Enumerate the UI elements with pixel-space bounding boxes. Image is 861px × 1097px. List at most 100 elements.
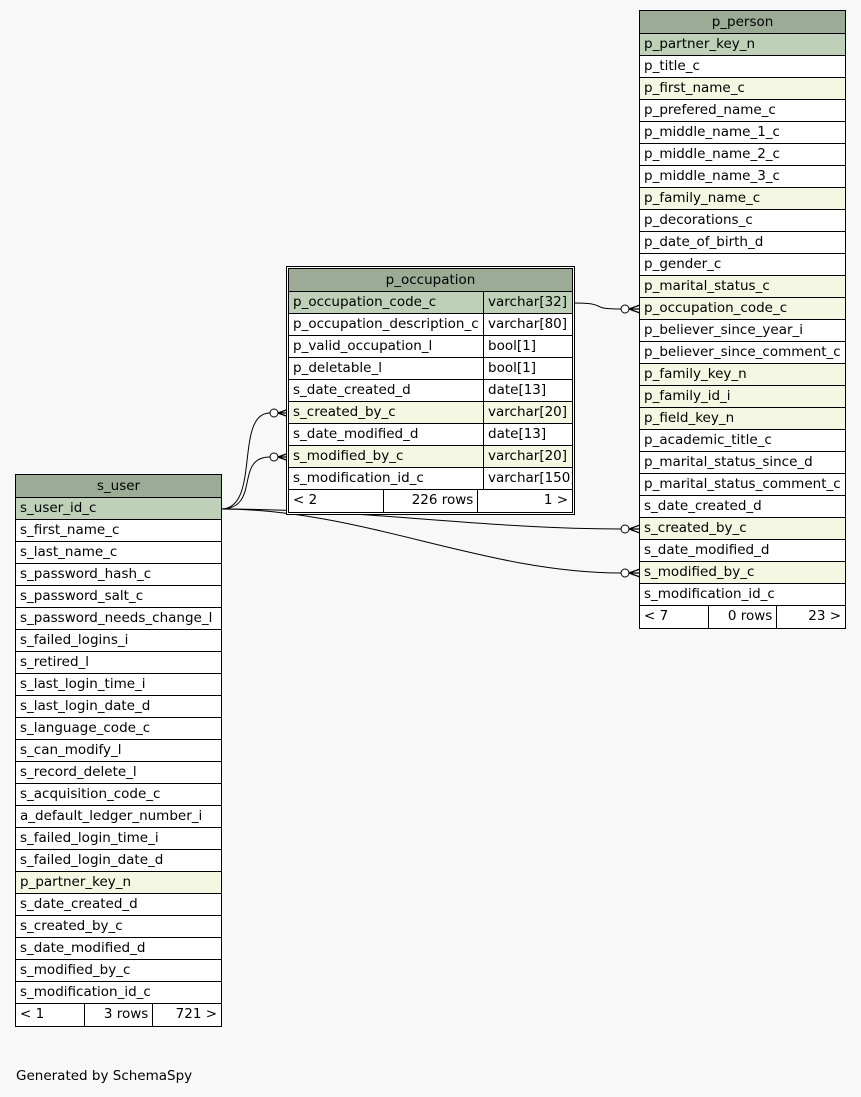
column-name: p_marital_status_since_d (644, 454, 813, 470)
column-name: s_modified_by_c (644, 564, 755, 580)
column-name: p_occupation_code_c (644, 300, 788, 316)
column-name: p_marital_status_c (644, 278, 770, 294)
column-row[interactable]: s_record_delete_l (16, 762, 221, 784)
relationship-optional-marker (620, 524, 630, 534)
column-row[interactable]: p_field_key_n (640, 408, 845, 430)
column-row[interactable]: p_gender_c (640, 254, 845, 276)
column-row[interactable]: s_can_modify_l (16, 740, 221, 762)
column-row[interactable]: p_title_c (640, 56, 845, 78)
column-row[interactable]: s_language_code_c (16, 718, 221, 740)
column-name: s_password_salt_c (20, 588, 144, 604)
column-row[interactable]: s_acquisition_code_c (16, 784, 221, 806)
column-row[interactable]: s_first_name_c (16, 520, 221, 542)
column-row[interactable]: p_believer_since_comment_c (640, 342, 845, 364)
column-row[interactable]: s_modified_by_c varchar[20] (289, 446, 572, 468)
column-row[interactable]: p_family_id_i (640, 386, 845, 408)
column-name: s_date_modified_d (644, 542, 770, 558)
column-name: s_modification_id_c (293, 470, 424, 486)
column-row[interactable]: s_date_created_d (16, 894, 221, 916)
column-row[interactable]: p_date_of_birth_d (640, 232, 845, 254)
relationship-optional-marker (620, 568, 630, 578)
column-name: p_gender_c (644, 256, 722, 272)
column-name: p_middle_name_2_c (644, 146, 780, 162)
column-name: s_retired_l (20, 654, 90, 670)
parents-link[interactable]: < 7 (644, 608, 669, 624)
children-link[interactable]: 721 > (152, 1004, 221, 1026)
column-row[interactable]: s_last_login_time_i (16, 674, 221, 696)
column-row[interactable]: p_partner_key_n (640, 34, 845, 56)
column-row[interactable]: s_modified_by_c (640, 562, 845, 584)
column-row[interactable]: p_marital_status_c (640, 276, 845, 298)
column-name: s_can_modify_l (20, 742, 122, 758)
column-row[interactable]: s_password_needs_change_l (16, 608, 221, 630)
column-row[interactable]: p_prefered_name_c (640, 100, 845, 122)
column-type: bool[1] (483, 336, 572, 357)
column-row[interactable]: s_date_modified_d (16, 938, 221, 960)
children-link[interactable]: 1 > (477, 490, 572, 512)
column-name: s_created_by_c (644, 520, 747, 536)
column-row[interactable]: p_academic_title_c (640, 430, 845, 452)
column-row[interactable]: p_middle_name_1_c (640, 122, 845, 144)
table-title[interactable]: s_user (16, 475, 221, 498)
column-row[interactable]: s_last_name_c (16, 542, 221, 564)
column-row[interactable]: p_middle_name_2_c (640, 144, 845, 166)
column-row[interactable]: s_created_by_c (16, 916, 221, 938)
children-link[interactable]: 23 > (776, 606, 845, 628)
column-row[interactable]: s_last_login_date_d (16, 696, 221, 718)
column-row[interactable]: s_password_hash_c (16, 564, 221, 586)
column-name: s_modification_id_c (644, 586, 775, 602)
column-name: s_modified_by_c (293, 448, 404, 464)
column-row[interactable]: p_believer_since_year_i (640, 320, 845, 342)
column-name: p_field_key_n (644, 410, 735, 426)
column-row[interactable]: s_created_by_c (640, 518, 845, 540)
column-row[interactable]: s_failed_logins_i (16, 630, 221, 652)
table-title[interactable]: p_occupation (289, 269, 572, 292)
column-row[interactable]: p_marital_status_comment_c (640, 474, 845, 496)
column-row[interactable]: p_partner_key_n (16, 872, 221, 894)
column-type: date[13] (483, 424, 572, 445)
column-row[interactable]: s_failed_login_date_d (16, 850, 221, 872)
column-type: date[13] (483, 380, 572, 401)
column-row[interactable]: p_occupation_code_c (640, 298, 845, 320)
column-name: s_modification_id_c (20, 984, 151, 1000)
column-row[interactable]: s_password_salt_c (16, 586, 221, 608)
column-name: s_last_login_date_d (20, 698, 151, 714)
column-row[interactable]: s_modification_id_c (16, 982, 221, 1004)
column-row[interactable]: p_family_key_n (640, 364, 845, 386)
column-row[interactable]: s_retired_l (16, 652, 221, 674)
column-row[interactable]: s_date_created_d (640, 496, 845, 518)
column-row[interactable]: s_failed_login_time_i (16, 828, 221, 850)
column-name: p_title_c (644, 58, 700, 74)
table-p-person[interactable]: p_person p_partner_key_n p_title_c p_first… (639, 10, 846, 629)
column-row[interactable]: s_date_modified_d (640, 540, 845, 562)
column-row[interactable]: p_decorations_c (640, 210, 845, 232)
column-row[interactable]: p_first_name_c (640, 78, 845, 100)
column-row[interactable]: p_family_name_c (640, 188, 845, 210)
column-list: p_partner_key_n p_title_c p_first_name_c p_… (640, 34, 845, 606)
parents-link[interactable]: < 2 (293, 492, 318, 508)
column-type: varchar[20] (483, 446, 572, 467)
column-row[interactable]: p_middle_name_3_c (640, 166, 845, 188)
column-row[interactable]: s_modification_id_c (640, 584, 845, 606)
column-name: p_first_name_c (644, 80, 745, 96)
column-row[interactable]: p_marital_status_since_d (640, 452, 845, 474)
column-name: s_date_created_d (20, 896, 138, 912)
parents-link[interactable]: < 1 (20, 1006, 45, 1022)
column-row[interactable]: s_modified_by_c (16, 960, 221, 982)
column-row[interactable]: a_default_ledger_number_i (16, 806, 221, 828)
column-name: p_middle_name_3_c (644, 168, 780, 184)
column-row[interactable]: s_user_id_c (16, 498, 221, 520)
table-title[interactable]: p_person (640, 11, 845, 34)
column-name: s_modified_by_c (20, 962, 131, 978)
relationship-crowfoot-marker (628, 304, 641, 314)
